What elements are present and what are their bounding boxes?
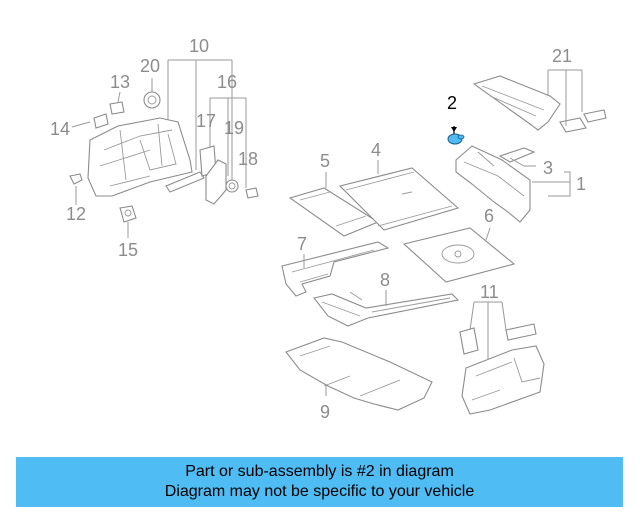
callout-13: 13 [110,72,130,92]
part-14-clip [93,113,109,129]
part-16-pillar-trim [205,159,227,205]
leader-3 [509,157,536,167]
part-11-right-quarter-trim [461,345,545,415]
callout-15: 15 [118,240,138,260]
left-quarter-trim-panel [87,117,193,197]
callout-4: 4 [371,140,381,160]
leader-1 [532,171,571,197]
caption-line-disclaimer: Diagram may not be specific to your vehi… [164,483,475,500]
callout-17: 17 [196,111,216,131]
part-8-floor-rail [313,291,460,327]
part-9-floor-carpet [285,337,433,411]
callout-14: 14 [50,119,70,139]
callout-1: 1 [576,174,586,194]
callout-9: 9 [320,402,330,422]
diagram-caption-banner: Part or sub-assembly is #2 in diagram Di… [16,457,623,507]
part-19-grommet [225,179,239,193]
callout-10: 10 [189,36,209,56]
leader-6 [485,227,491,241]
callout-3: 3 [543,158,553,178]
part-21-tonneau-cover [472,75,607,133]
part-6-spare-cover [402,227,516,283]
callout-16: 16 [217,72,237,92]
callout-8: 8 [380,270,390,290]
callout-5: 5 [320,151,330,171]
leaders-4-5 [325,160,379,188]
part-12-screw [69,173,83,185]
part-7-cargo-frame [281,241,390,297]
callout-11: 11 [480,282,499,302]
caption-line-part: Part or sub-assembly is #2 in diagram [185,463,454,480]
part-15-retainer [119,205,137,223]
callout-2: 2 [447,93,457,113]
part-20-knob [143,91,161,109]
part-4-floor-board [338,167,460,231]
part-11-pocket [459,323,537,355]
part-18-clip [245,187,259,199]
callout-12: 12 [66,204,86,224]
part-2-clip-highlighted [447,126,465,145]
part-13-bracket [109,101,125,115]
part-1-rear-sill [455,145,531,223]
parts-diagram: 1 2 3 4 5 6 7 8 9 10 11 12 13 14 15 16 1… [50,36,607,422]
part-3-cover [498,147,536,163]
callout-19: 19 [224,118,244,138]
leader-11 [469,301,507,360]
callout-6: 6 [484,206,494,226]
leaders-left [71,59,247,238]
callout-18: 18 [238,149,258,169]
callout-labels: 1 2 3 4 5 6 7 8 9 10 11 12 13 14 15 16 1… [50,36,586,422]
leader-21 [547,69,583,126]
part-10-trim-strip [165,171,205,193]
callout-7: 7 [297,234,307,254]
callout-21: 21 [552,46,572,66]
callout-20: 20 [140,56,160,76]
